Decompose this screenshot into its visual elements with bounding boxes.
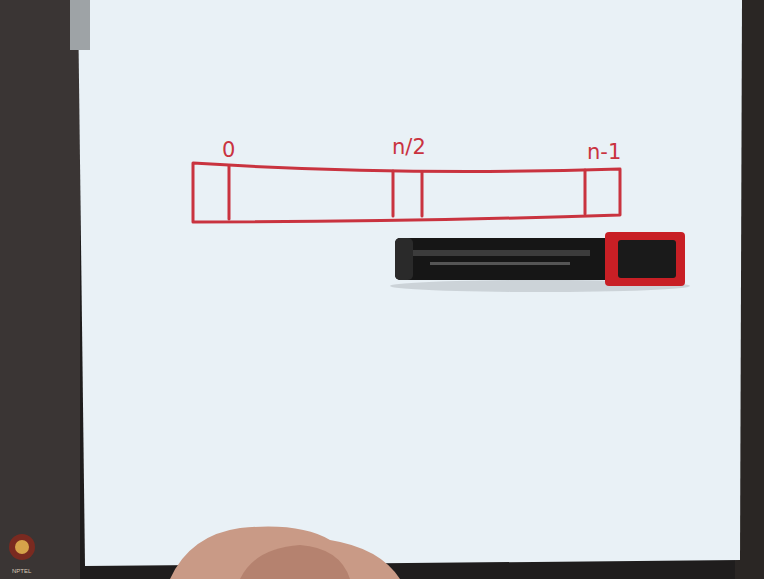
logo-text: NPTEL [12,568,31,574]
index-label: n/2 [392,137,426,158]
index-label: n-1 [587,142,621,163]
index-label: 0 [222,140,235,161]
